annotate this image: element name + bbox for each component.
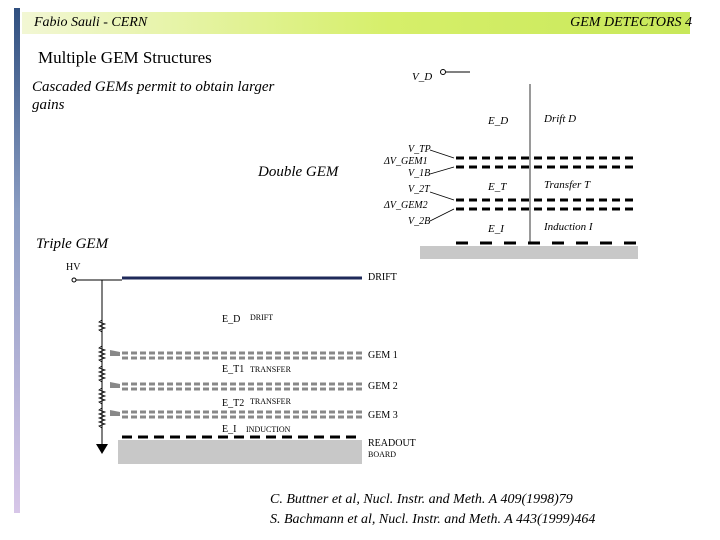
reference-2: S. Bachmann et al, Nucl. Instr. and Meth… [270,512,596,527]
header-topic: GEM DETECTORS 4 [570,15,692,30]
ed-label: E_D [222,314,240,325]
vd-terminal [440,69,446,75]
vd-label: V_D [412,71,432,83]
v2t-pointer [429,191,455,201]
triple-gem-label: Triple GEM [36,236,109,252]
vtp-label: V_TP [408,144,431,155]
hv-terminal [71,277,77,283]
reference-1: C. Buttner et al, Nucl. Instr. and Meth.… [270,492,573,507]
v2t-label: V_2T [408,184,431,195]
et2-label: E_T2 [222,398,244,409]
gem2-label: GEM 2 [368,381,398,392]
ei-label: E_I [222,424,236,435]
transfer2-label: TRANSFER [250,397,292,406]
transfer1-label: TRANSFER [250,365,292,374]
drift-plane-label: DRIFT [368,272,397,283]
gem2-contact [110,382,120,388]
drift-gap-label: DRIFT [250,313,273,322]
v2b-label: V_2B [408,216,430,227]
readout-board [420,246,638,259]
induction-label: Induction I [543,221,594,233]
resistor-3 [97,365,107,383]
header-band [22,12,690,34]
resistor-5 [97,407,107,429]
et1-label: E_T1 [222,364,244,375]
et-label: E_T [487,181,507,193]
gem3-label: GEM 3 [368,410,398,421]
ground-arrow [96,444,108,454]
vtp-pointer [429,149,455,159]
transfer-label: Transfer T [544,179,591,191]
drift-label: Drift D [543,113,576,125]
readout-label-1: READOUT [368,438,416,449]
v1b-label: V_1B [408,168,430,179]
resistor-4 [97,387,107,405]
gem3-contact [110,410,120,416]
dv1-label: ΔV_GEM1 [383,156,428,167]
left-accent-bar [14,8,20,513]
resistor-2 [97,345,107,363]
ei-label: E_I [487,223,505,235]
double-gem-diagram: V_D E_D Drift D V_TP ΔV_GEM1 V_1B E_T Tr… [383,69,638,259]
triple-gem-diagram: HV DRIFT E_D DRIFT GEM 1 E_T1 TRANSFER G… [66,262,416,464]
resistor-1 [97,319,107,333]
header-author: Fabio Sauli - CERN [34,15,148,30]
readout-label-2: BOARD [368,450,396,459]
hv-label: HV [66,262,81,273]
double-gem-label: Double GEM [258,164,339,180]
readout-board [118,440,362,464]
ed-label: E_D [487,115,508,127]
v2b-pointer [429,208,455,222]
references: C. Buttner et al, Nucl. Instr. and Meth.… [270,490,595,530]
slide-title: Multiple GEM Structures [38,48,212,67]
v1b-pointer [429,166,455,175]
gem1-contact [110,350,120,356]
slide-subtitle: Cascaded GEMs permit to obtain larger ga… [32,79,275,113]
induction-label: INDUCTION [246,425,291,434]
gem1-label: GEM 1 [368,350,398,361]
dv2-label: ΔV_GEM2 [383,200,428,211]
